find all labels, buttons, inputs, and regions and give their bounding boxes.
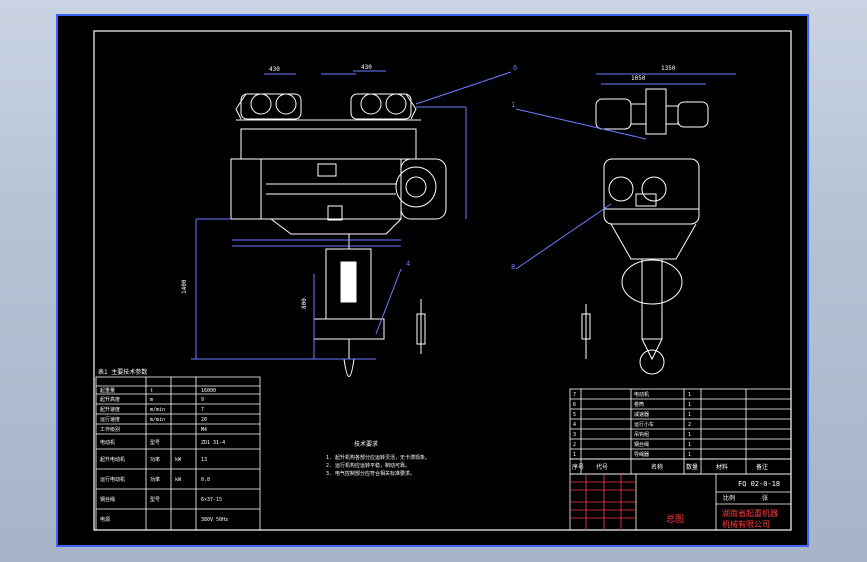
parts-header-name: 名称 — [651, 463, 663, 471]
drawing-sheet[interactable]: 6 1 8 4 430 430 1400 800 1050 1350 表1 主要… — [56, 14, 809, 547]
param-cell: ZD1 31-4 — [201, 440, 225, 446]
parts-cell: 2 — [688, 422, 691, 428]
parts-cell: 钢丝绳 — [634, 441, 649, 448]
dim-height-1: 1400 — [181, 279, 188, 294]
param-cell: 工作级别 — [100, 426, 120, 433]
param-cell: 型号 — [150, 496, 160, 503]
parts-header-note: 备注 — [756, 463, 768, 471]
parts-cell: 电动机 — [634, 391, 649, 398]
title-block — [569, 473, 792, 531]
param-cell: 0.8 — [201, 477, 210, 483]
parts-cell: 卷筒 — [634, 401, 644, 408]
dim-side-top: 1350 — [661, 65, 676, 72]
notes-line-2: 2. 运行机构应运转平稳，制动可靠。 — [326, 462, 410, 469]
param-cell: kW — [175, 457, 182, 463]
chain-detail — [416, 299, 426, 354]
param-cell: 电动机 — [100, 439, 115, 446]
sheet-inner-frame — [93, 30, 792, 531]
parts-header-qty: 数量 — [686, 463, 698, 471]
param-cell: 16000 — [201, 388, 216, 394]
dim-top-left: 430 — [269, 66, 280, 73]
parts-cell: 运行小车 — [634, 421, 654, 428]
side-view — [595, 73, 736, 375]
param-cell: 起重量 — [100, 387, 115, 394]
parts-cell: 1 — [688, 442, 691, 448]
param-cell: 20 — [201, 417, 207, 423]
parts-cell: 4 — [573, 422, 576, 428]
param-cell: 型号 — [150, 439, 160, 446]
sheet-label: 张 — [762, 494, 768, 502]
param-cell: 7 — [201, 407, 204, 413]
parts-cell: 1 — [688, 432, 691, 438]
notes-line-1: 1. 起升机构各部分应运转灵活，无卡滞现象。 — [326, 454, 430, 461]
param-cell: 起升高度 — [100, 396, 120, 403]
param-cell: 功率 — [150, 456, 160, 463]
param-cell: 起升速度 — [100, 406, 120, 413]
param-cell: 电源 — [100, 516, 110, 523]
param-cell: 起升电动机 — [100, 456, 125, 463]
company-line-1: 湖南省起重机器 — [722, 508, 778, 518]
parts-cell: 1 — [688, 412, 691, 418]
parts-list-table — [569, 388, 792, 475]
callout-4: 4 — [406, 260, 410, 268]
param-cell: 380V 50Hz — [201, 517, 228, 523]
parts-header-mat: 材料 — [716, 463, 728, 471]
param-cell: m/min — [150, 417, 165, 423]
notes-line-3: 3. 电气控制部分应符合相关标准要求。 — [326, 470, 415, 477]
param-cell: 运行速度 — [100, 416, 120, 423]
company-line-2: 机械有限公司 — [722, 519, 770, 529]
drawing-text-layer: 6 1 8 4 430 430 1400 800 1050 1350 表1 主要… — [98, 64, 780, 529]
parts-cell: 1 — [573, 452, 576, 458]
parts-cell: 减速器 — [634, 411, 649, 418]
side-chain-detail — [581, 304, 591, 359]
parts-cell: 6 — [573, 402, 576, 408]
parts-cell: 导绳器 — [634, 451, 649, 458]
param-cell: M4 — [201, 427, 207, 433]
callout-6: 6 — [513, 64, 517, 72]
scale-label: 比例 — [723, 494, 735, 502]
dim-side-width: 1050 — [631, 75, 646, 82]
front-dimension-lines — [191, 71, 512, 360]
dim-height-2: 800 — [301, 298, 308, 309]
parts-cell: 1 — [688, 402, 691, 408]
parts-cell: 1 — [688, 452, 691, 458]
param-cell: 9 — [201, 397, 204, 403]
parts-cell: 7 — [573, 392, 576, 398]
param-cell: 13 — [201, 457, 207, 463]
drawing-number: FQ 02-0-18 — [738, 480, 780, 488]
param-cell: m/min — [150, 407, 165, 413]
front-view — [230, 70, 447, 377]
callout-1: 1 — [511, 101, 515, 109]
drawing-canvas — [56, 14, 809, 547]
part-name: 总图 — [666, 513, 684, 525]
callout-8: 8 — [511, 263, 515, 271]
parts-cell: 1 — [688, 392, 691, 398]
param-cell: m — [150, 397, 153, 403]
parts-cell: 5 — [573, 412, 576, 418]
parts-cell: 2 — [573, 442, 576, 448]
parameter-table — [95, 376, 261, 531]
param-cell: t — [150, 388, 153, 394]
param-cell: 运行电动机 — [100, 476, 125, 483]
param-table-title: 表1 主要技术参数 — [98, 368, 147, 376]
parts-header-no: 序号 — [572, 463, 584, 471]
parts-header-code: 代号 — [596, 463, 608, 471]
param-cell: 功率 — [150, 476, 160, 483]
param-cell: 6×37-15 — [201, 497, 222, 503]
notes-title: 技术要求 — [354, 440, 378, 448]
sheet-outer-border — [56, 14, 809, 547]
param-cell: 钢丝绳 — [100, 496, 115, 503]
dim-top-right: 430 — [361, 64, 372, 71]
parts-cell: 3 — [573, 432, 576, 438]
param-cell: kW — [175, 477, 182, 483]
parts-cell: 吊钩组 — [634, 431, 649, 438]
